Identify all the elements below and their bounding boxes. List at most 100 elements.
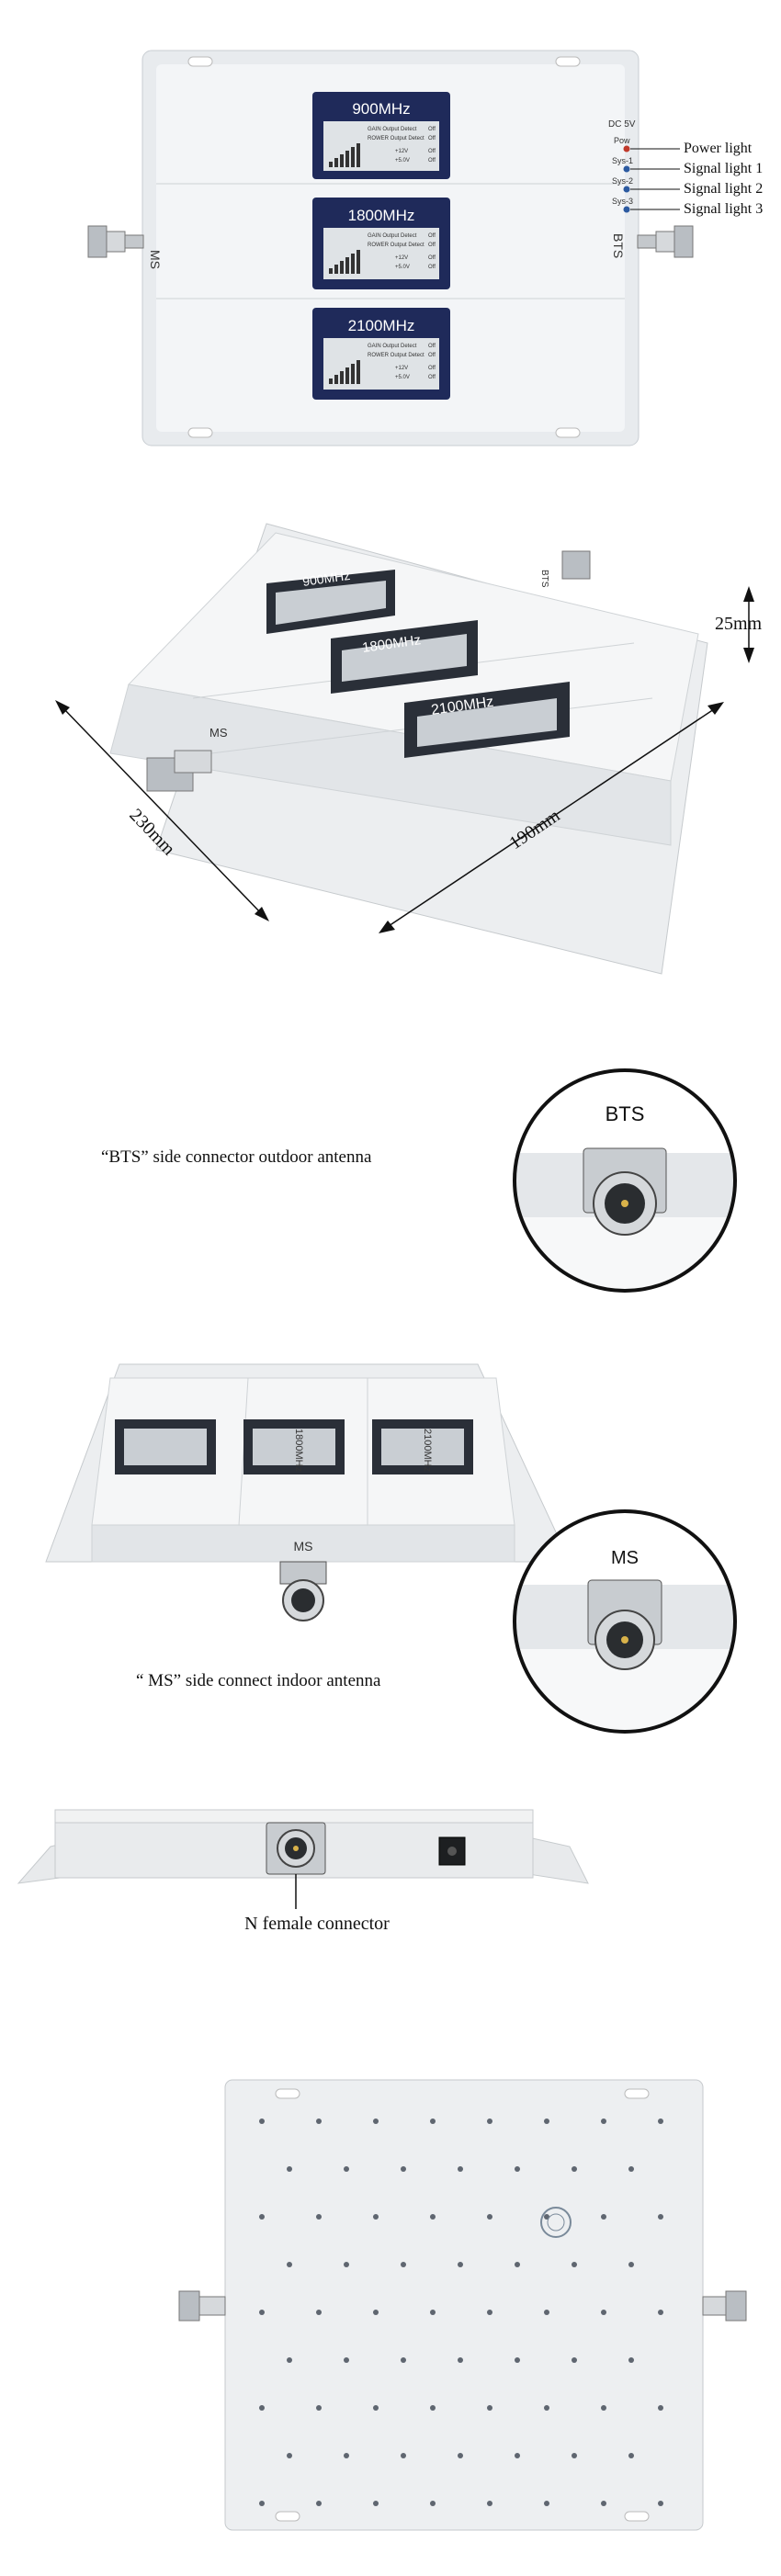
mount-hole bbox=[624, 2088, 650, 2099]
mount-flange bbox=[527, 1836, 589, 1884]
side-view-panel: N female connector bbox=[0, 1746, 781, 2025]
indicator-pow: Pow Power light bbox=[614, 136, 753, 156]
module-900: 900MHz GAIN Output Detect Off ROWER Outp… bbox=[312, 92, 450, 179]
screw-icon bbox=[259, 2310, 265, 2315]
screw-icon bbox=[430, 2310, 436, 2315]
screw-icon bbox=[487, 2501, 492, 2506]
screw-icon bbox=[316, 2310, 322, 2315]
svg-text:ROWER Output Detect: ROWER Output Detect bbox=[368, 243, 424, 248]
device-top-edge bbox=[54, 1809, 534, 1824]
svg-text:Off: Off bbox=[428, 255, 436, 261]
height-dimension: 25mm bbox=[715, 586, 763, 663]
svg-text:+5.0V: +5.0V bbox=[395, 375, 410, 380]
svg-text:+12V: +12V bbox=[395, 366, 408, 371]
screw-icon bbox=[658, 2214, 663, 2220]
screw-icon bbox=[373, 2405, 379, 2411]
svg-text:Off: Off bbox=[428, 366, 436, 371]
ms-connector-icon bbox=[146, 750, 212, 792]
lcd-module: 1800MHz bbox=[243, 1419, 345, 1474]
svg-text:Off: Off bbox=[428, 158, 436, 164]
indicator-sys1: Sys-1 Signal light 1 bbox=[612, 156, 763, 176]
screw-icon bbox=[658, 2310, 663, 2315]
mount-hole bbox=[555, 427, 581, 438]
screw-icon bbox=[601, 2310, 606, 2315]
screw-icon bbox=[601, 2214, 606, 2220]
screw-icon bbox=[487, 2405, 492, 2411]
ms-port-label: MS bbox=[294, 1539, 313, 1554]
svg-text:+12V: +12V bbox=[395, 255, 408, 261]
module-1800: 1800MHz GAIN Output Detect Off ROWER Out… bbox=[312, 198, 450, 289]
ms-port-label: MS bbox=[209, 726, 228, 740]
signal-led-icon bbox=[623, 186, 630, 193]
screw-icon bbox=[628, 2453, 634, 2458]
screw-icon bbox=[401, 2262, 406, 2267]
screw-icon bbox=[287, 2453, 292, 2458]
screw-icon bbox=[373, 2214, 379, 2220]
n-connector-caption: N female connector bbox=[244, 1914, 390, 1934]
n-connector-icon bbox=[266, 1822, 326, 1875]
screw-icon bbox=[544, 2118, 549, 2124]
screw-icon bbox=[601, 2118, 606, 2124]
svg-text:900MHz: 900MHz bbox=[301, 568, 351, 589]
lcd-module bbox=[115, 1419, 216, 1474]
screw-icon bbox=[628, 2166, 634, 2172]
indicator-sys2: Sys-2 Signal light 2 bbox=[612, 176, 763, 197]
back-view-illustration bbox=[178, 2079, 747, 2531]
back-plate bbox=[224, 2079, 704, 2531]
screw-icon bbox=[430, 2118, 436, 2124]
screw-icon bbox=[628, 2357, 634, 2363]
svg-text:Off: Off bbox=[428, 233, 436, 239]
ms-connector-icon bbox=[87, 225, 144, 258]
ms-detail-illustration: 1800MHz 2100MHz MS bbox=[45, 1363, 737, 1734]
screw-icon bbox=[287, 2357, 292, 2363]
bts-detail-illustration: BTS “BTS” side connector outdoor antenna bbox=[101, 1068, 737, 1293]
module-2100-iso: 2100MHz bbox=[404, 682, 570, 758]
svg-text:Signal light 2: Signal light 2 bbox=[684, 181, 763, 197]
svg-text:Signal light 1: Signal light 1 bbox=[684, 161, 763, 176]
signal-led-icon bbox=[623, 165, 630, 173]
band-label: 1800MHz bbox=[348, 207, 415, 224]
screw-icon bbox=[287, 2166, 292, 2172]
svg-text:Pow: Pow bbox=[614, 136, 630, 145]
svg-text:Off: Off bbox=[428, 344, 436, 349]
bts-connector-icon bbox=[637, 225, 694, 258]
dc-input-label: DC 5V bbox=[608, 119, 636, 130]
svg-text:+5.0V: +5.0V bbox=[395, 158, 410, 164]
lcd-module: 2100MHz bbox=[372, 1419, 473, 1474]
left-connector-icon bbox=[178, 2290, 226, 2322]
svg-text:Off: Off bbox=[428, 243, 436, 248]
svg-text:+5.0V: +5.0V bbox=[395, 265, 410, 270]
band-label: 900MHz bbox=[352, 100, 410, 118]
screw-icon bbox=[544, 2405, 549, 2411]
screw-icon bbox=[572, 2262, 577, 2267]
screw-icon bbox=[487, 2118, 492, 2124]
screw-icon bbox=[373, 2501, 379, 2506]
n-connector-icon bbox=[279, 1561, 327, 1621]
screw-icon bbox=[344, 2357, 349, 2363]
svg-text:Off: Off bbox=[428, 353, 436, 358]
screw-icon bbox=[544, 2214, 549, 2220]
screw-icon bbox=[458, 2166, 463, 2172]
svg-text:+12V: +12V bbox=[395, 149, 408, 154]
screw-icon bbox=[601, 2501, 606, 2506]
svg-text:BTS: BTS bbox=[606, 1102, 645, 1125]
screw-icon bbox=[544, 2501, 549, 2506]
mount-hole bbox=[555, 56, 581, 67]
band-label: 2100MHz bbox=[348, 317, 415, 334]
mount-hole bbox=[187, 56, 213, 67]
screw-icon bbox=[658, 2118, 663, 2124]
screw-icon bbox=[344, 2453, 349, 2458]
svg-text:1800MHz: 1800MHz bbox=[293, 1429, 304, 1472]
screw-icon bbox=[458, 2453, 463, 2458]
mount-hole bbox=[187, 427, 213, 438]
screw-icon bbox=[515, 2357, 520, 2363]
screw-icon bbox=[401, 2453, 406, 2458]
module-900-iso: 900MHz bbox=[266, 568, 395, 634]
power-led-icon bbox=[623, 145, 630, 153]
svg-text:Off: Off bbox=[428, 265, 436, 270]
screw-icon bbox=[287, 2262, 292, 2267]
bts-caption: “BTS” side connector outdoor antenna bbox=[101, 1147, 372, 1167]
signal-led-icon bbox=[623, 206, 630, 213]
screw-icon bbox=[487, 2310, 492, 2315]
svg-text:Off: Off bbox=[428, 149, 436, 154]
